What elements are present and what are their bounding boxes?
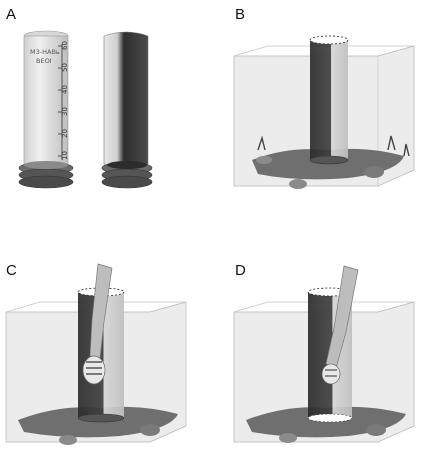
panel-label-b: B xyxy=(235,6,246,23)
cylinder-brand-line1: МЗ-НАВь xyxy=(30,48,60,56)
scale-tick-20: 20 xyxy=(61,129,69,138)
gravel-substrate xyxy=(246,406,406,443)
panel-label-a: A xyxy=(6,6,17,23)
scale-tick-50: 50 xyxy=(61,63,69,72)
forearm-arm xyxy=(321,265,359,385)
panel-label-d: D xyxy=(235,262,246,279)
panel-c xyxy=(0,262,200,462)
panel-label-c: C xyxy=(6,262,17,279)
measuring-cylinder-in-tank xyxy=(309,35,349,165)
panel-d-illustration xyxy=(233,265,415,443)
scale-tick-40: 40 xyxy=(61,85,69,94)
scale-tick-10: 10 xyxy=(61,151,69,160)
scale-marks xyxy=(58,45,62,157)
half-cylinder xyxy=(101,31,153,189)
panel-a-illustration: МЗ-НАВь ВЕОІ 60 50 40 30 20 10 xyxy=(18,30,153,189)
panel-a: МЗ-НАВь ВЕОІ 60 50 40 30 20 10 xyxy=(0,0,200,200)
panel-d xyxy=(228,262,424,462)
scale-tick-60: 60 xyxy=(61,41,69,50)
scale-tick-30: 30 xyxy=(61,107,69,116)
panel-b xyxy=(228,0,424,200)
cylinder-brand-line2: ВЕОІ xyxy=(36,57,52,65)
cylinder-base-rings xyxy=(18,161,74,189)
measuring-cylinder: МЗ-НАВь ВЕОІ 60 50 40 30 20 10 xyxy=(18,30,74,189)
forearm-arm xyxy=(82,263,113,385)
panel-c-illustration xyxy=(5,263,187,445)
panel-b-illustration xyxy=(233,35,415,189)
